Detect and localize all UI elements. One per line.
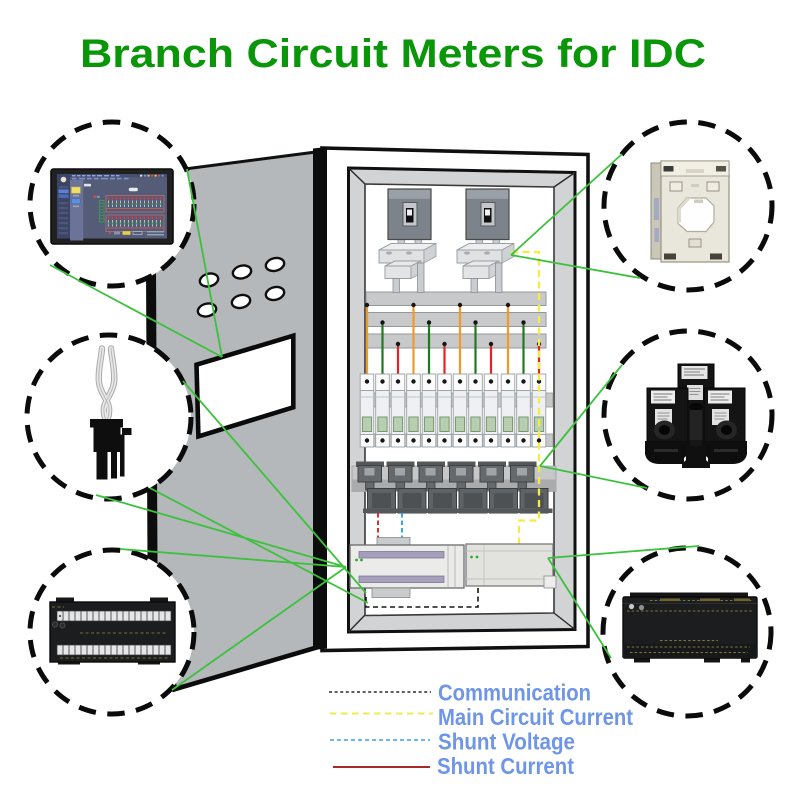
svg-text:Shunt Voltage: Shunt Voltage bbox=[438, 729, 575, 755]
svg-text:Shunt Current: Shunt Current bbox=[437, 753, 574, 779]
svg-text:Branch Circuit Meters for IDC: Branch Circuit Meters for IDC bbox=[80, 32, 706, 76]
svg-text:Communication: Communication bbox=[438, 680, 591, 706]
svg-text:Main Circuit Current: Main Circuit Current bbox=[438, 704, 633, 730]
